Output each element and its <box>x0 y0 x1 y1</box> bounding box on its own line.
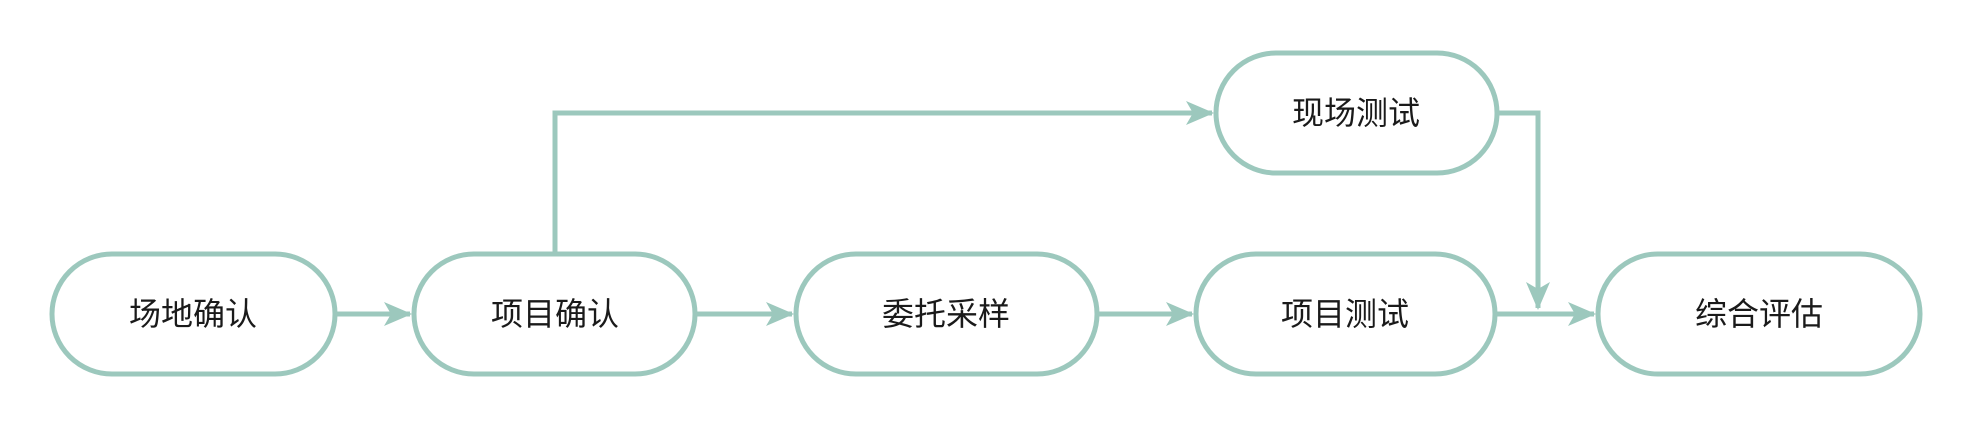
node-label-project-confirm: 项目确认 <box>491 295 619 333</box>
node-label-field-test: 现场测试 <box>1292 94 1420 132</box>
node-project-test: 项目测试 <box>1193 251 1498 377</box>
node-project-confirm: 项目确认 <box>411 251 698 377</box>
node-field-test: 现场测试 <box>1213 50 1500 176</box>
nodes: 场地确认 项目确认 委托采样 项目测试 现场测试 综合评估 <box>49 50 1923 377</box>
edge-project-confirm-to-field-test <box>552 101 1214 254</box>
edge-field-test-to-comprehensive-eval <box>1497 110 1550 310</box>
node-comprehensive-eval: 综合评估 <box>1595 251 1923 377</box>
node-label-comprehensive-eval: 综合评估 <box>1695 295 1823 333</box>
node-label-entrusted-sampling: 委托采样 <box>882 295 1010 333</box>
node-label-project-test: 项目测试 <box>1281 295 1409 333</box>
node-site-confirm: 场地确认 <box>49 251 338 377</box>
edges <box>337 101 1596 326</box>
node-entrusted-sampling: 委托采样 <box>793 251 1100 377</box>
node-label-site-confirm: 场地确认 <box>129 295 257 333</box>
